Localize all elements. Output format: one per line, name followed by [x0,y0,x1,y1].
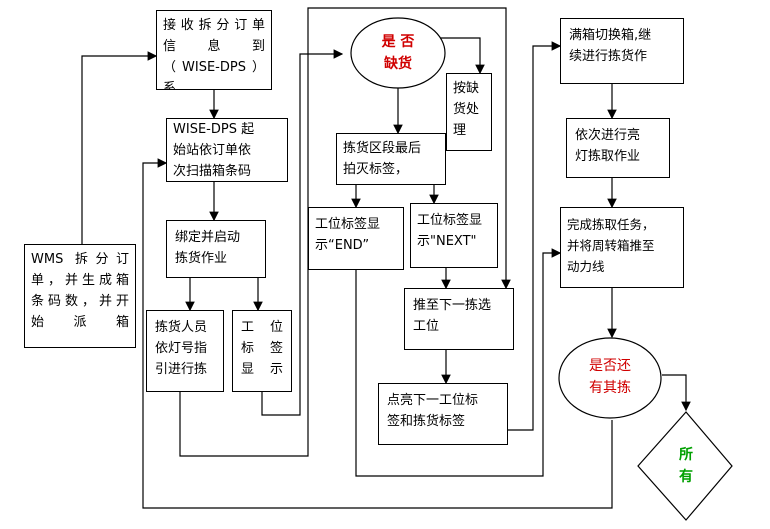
node-bind-start: 绑定并启动 拣货作业 [166,220,266,278]
node-shortage-handling-label: 按缺 货处 理 [453,81,480,138]
node-box-full: 满箱切换箱,继 续进行拣货作 [560,18,684,84]
decision-out-of-stock-label: 是 否 缺货 [381,34,415,72]
node-push-next-label: 推至下一拣选 工位 [413,298,492,334]
node-start-scan: WISE-DPS 起 始站依订单依 次扫描箱条码 [166,118,288,182]
node-receive-order-label: 接收拆分订单 信 息 到 （WISE-DPS）系 [163,18,265,90]
node-complete-label: 完成拣取任务， 并将周转箱推至 动力线 [567,217,655,274]
wire-more-to-scan [142,158,613,509]
node-label-next: 工位标签显 示"NEXT" [410,203,498,268]
terminal-all-shape [637,411,733,521]
node-station-display-label: 工 位 标 签 显 示 [241,320,283,377]
decision-out-of-stock-shape [350,17,446,89]
node-box-full-label: 满箱切换箱,继 续进行拣货作 [569,28,652,64]
node-start-scan-label: WISE-DPS 起 始站依订单依 次扫描箱条码 [173,122,255,179]
wire-more-to-done [662,374,691,412]
wire-light-to-boxfull [508,41,562,431]
node-receive-order: 接收拆分订单 信 息 到 （WISE-DPS）系 [156,10,272,90]
node-picker-follow-label: 拣货人员 依灯号指 引进行拣 [155,320,208,377]
node-picker-follow: 拣货人员 依灯号指 引进行拣 [146,310,224,392]
node-wms-split-label: WMS 拆分订 单，并生成箱 条码数，并开 始派箱 [31,252,129,330]
node-label-end: 工位标签显 示“END” [308,207,404,270]
wire-end-to-complete [355,248,562,477]
node-next-light-label: 依次进行亮 灯拣取作业 [575,128,641,164]
node-label-next-label: 工位标签显 示"NEXT" [417,213,483,249]
node-last-tap: 拣货区段最后 拍灭标签， [336,133,446,185]
node-push-next: 推至下一拣选 工位 [404,288,514,350]
decision-more-shape [558,337,662,419]
node-label-end-label: 工位标签显 示“END” [315,217,381,253]
node-complete: 完成拣取任务， 并将周转箱推至 动力线 [560,207,684,288]
node-wms-split: WMS 拆分订 单，并生成箱 条码数，并开 始派箱 [24,244,136,348]
node-light-next: 点亮下一工位标 签和拣货标签 [378,383,508,445]
wire-wms-to-receive [81,51,158,244]
node-next-light: 依次进行亮 灯拣取作业 [566,118,670,178]
node-bind-start-label: 绑定并启动 拣货作业 [175,230,241,266]
wire-display-to-decision [261,49,344,416]
node-shortage-handling: 按缺 货处 理 [446,73,492,151]
wire-decision-to-shortage [434,37,485,75]
node-station-display: 工 位 标 签 显 示 [232,310,292,392]
terminal-all-label: 所 有 [679,447,693,485]
node-light-next-label: 点亮下一工位标 签和拣货标签 [387,393,479,429]
node-last-tap-label: 拣货区段最后 拍灭标签， [343,141,422,177]
decision-more-label: 是否还 有其拣 [589,358,631,396]
